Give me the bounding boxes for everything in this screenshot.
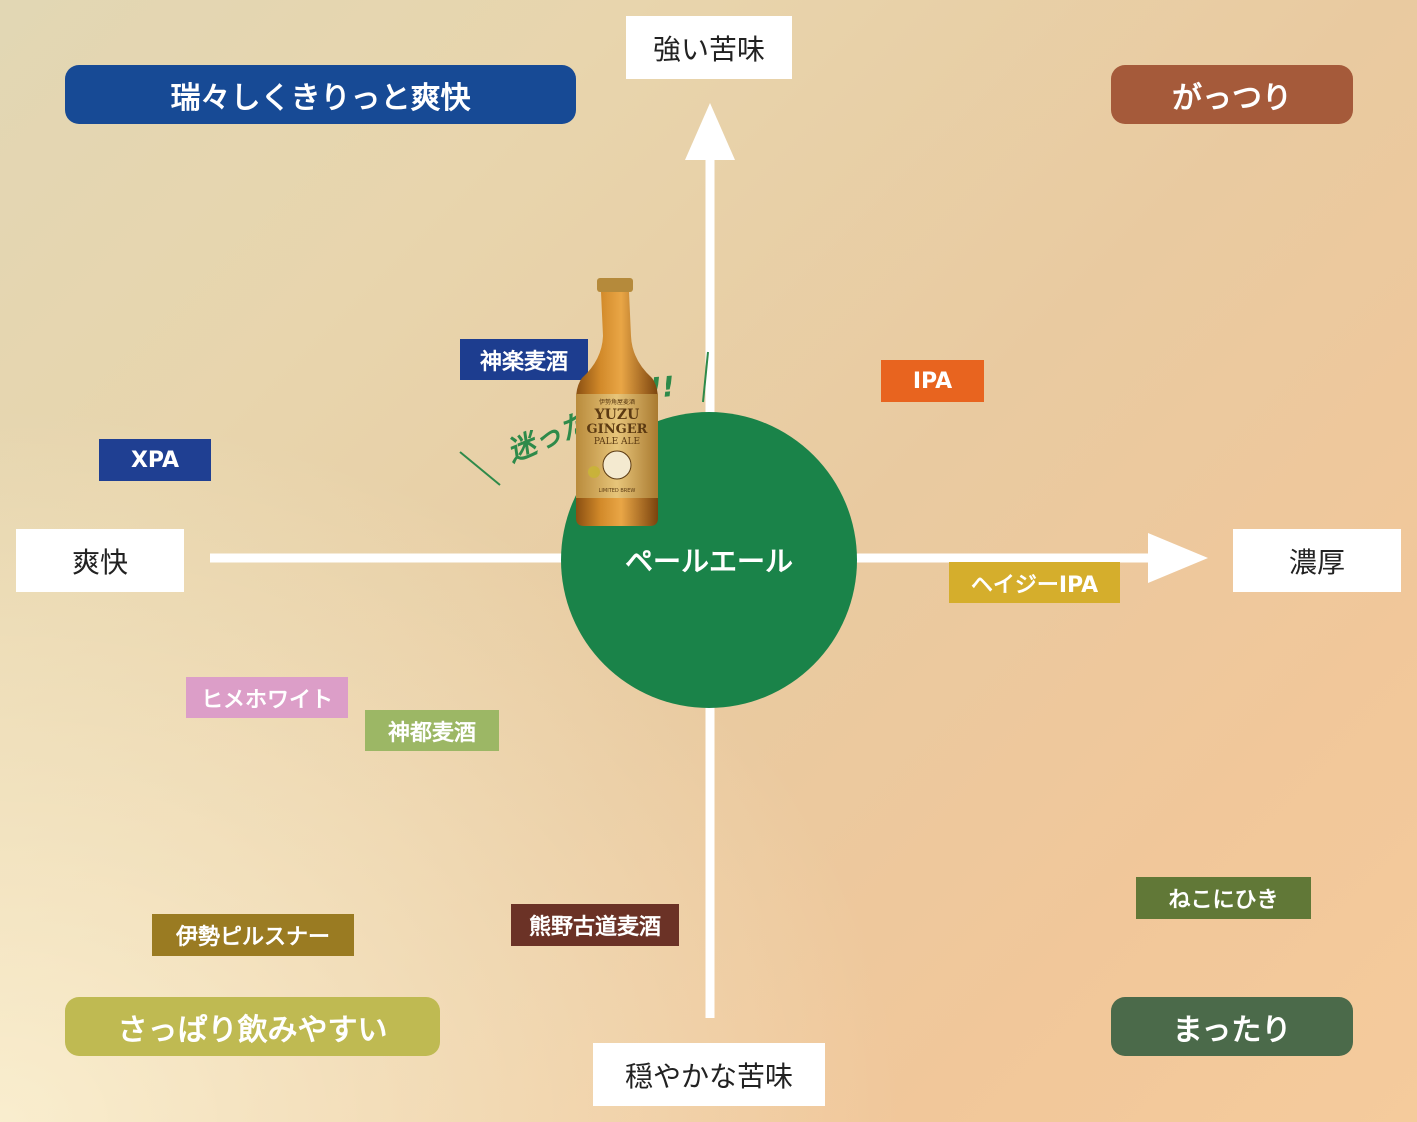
bottle-footer: LIMITED BREW bbox=[599, 488, 636, 494]
bottle-line2: GINGER bbox=[587, 422, 648, 437]
tag-ise-pilsner: 伊勢ピルスナー bbox=[152, 914, 354, 956]
bottle-line1: YUZU bbox=[594, 407, 640, 423]
tag-kagura: 神楽麦酒 bbox=[460, 339, 588, 380]
tag-xpa: XPA bbox=[99, 439, 211, 481]
axis-label-left: 爽快 bbox=[16, 529, 184, 592]
right-arrowhead bbox=[1148, 533, 1208, 583]
up-arrowhead bbox=[685, 103, 735, 160]
bottle-label bbox=[576, 394, 658, 498]
annotation-stroke-right bbox=[702, 351, 709, 403]
quadrant-bottom-right: まったり bbox=[1111, 997, 1353, 1056]
axis-label-right: 濃厚 bbox=[1233, 529, 1401, 592]
annotation-stroke-left bbox=[459, 451, 501, 486]
bottle-emblem bbox=[602, 450, 632, 480]
bottle-brand: 伊勢角屋麦酒 bbox=[599, 398, 635, 406]
quadrant-bottom-left: さっぱり飲みやすい bbox=[65, 997, 440, 1056]
bottle-yuzu-fruit bbox=[588, 466, 600, 478]
bottle-line3: PALE ALE bbox=[594, 437, 640, 447]
beer-bottle-image: 伊勢角屋麦酒 YUZU GINGER PALE ALE LIMITED BREW bbox=[576, 278, 658, 526]
quadrant-top-right: がっつり bbox=[1111, 65, 1353, 124]
tag-hime-white: ヒメホワイト bbox=[186, 677, 348, 718]
tag-ipa: IPA bbox=[881, 360, 984, 402]
tag-nekonihiki: ねこにひき bbox=[1136, 877, 1311, 919]
center-label: ペールエール bbox=[624, 545, 793, 578]
axis-label-top: 強い苦味 bbox=[626, 16, 792, 79]
bottle-cap bbox=[597, 278, 633, 292]
tag-shinto: 神都麦酒 bbox=[365, 710, 499, 751]
tag-kumano: 熊野古道麦酒 bbox=[511, 904, 679, 946]
axis-label-bottom: 穏やかな苦味 bbox=[593, 1043, 825, 1106]
quadrant-top-left: 瑞々しくきりっと爽快 bbox=[65, 65, 576, 124]
tag-hazy-ipa: ヘイジーIPA bbox=[949, 562, 1120, 603]
